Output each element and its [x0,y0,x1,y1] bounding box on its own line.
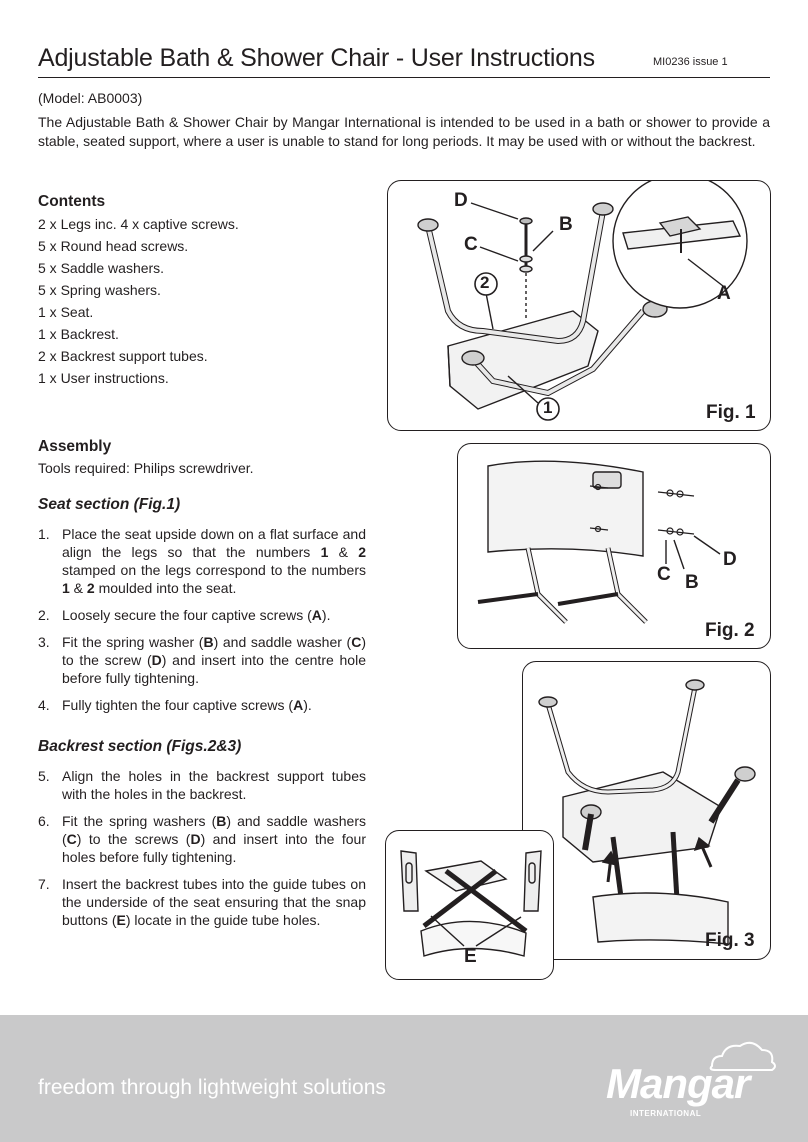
figure-2: D C B Fig. 2 [457,443,771,649]
logo-subtext: INTERNATIONAL [630,1109,702,1118]
figure-3-illustration [538,679,756,945]
callout-b: B [559,214,573,235]
part-reference: A [293,697,304,713]
model-number: (Model: AB0003) [38,90,143,106]
step-text: Loosely secure the four captive screws ( [62,607,312,623]
list-item: 1 x Seat. [38,304,94,320]
footer-band [0,1015,808,1142]
backrest-section: Backrest section (Figs.2&3) 5. Align the … [38,738,366,938]
callout-e: E [464,946,477,967]
backrest-steps-list: 5. Align the holes in the backrest suppor… [38,767,366,929]
callout-a: A [717,283,731,304]
callout-number-2: 2 [480,273,490,292]
callout-number-1: 1 [543,398,553,417]
step-item: 2. Loosely secure the four captive screws… [38,606,366,624]
backrest-section-heading: Backrest section (Figs.2&3) [38,738,242,755]
document-title: Adjustable Bath & Shower Chair - User In… [38,44,595,72]
part-reference: 1 [62,580,70,596]
part-reference: A [311,607,322,623]
step-text: ) to the screw ( [62,634,366,668]
detail-figure: E [385,830,554,980]
contents-heading: Contents [38,193,106,210]
list-item: 5 x Round head screws. [38,238,189,254]
part-reference: C [351,634,362,650]
part-reference: 1 [320,544,329,560]
step-item: 1. Place the seat upside down on a flat s… [38,525,366,597]
step-text: Fully tighten the four captive screws ( [62,697,294,713]
footer-tagline: freedom through lightweight solutions [38,1076,386,1099]
step-text: Fit the spring washers ( [62,813,217,829]
part-reference: C [66,831,77,847]
figure-1-illustration [417,181,748,421]
mangar-logo: Mangar INTERNATIONAL [600,1030,780,1120]
step-number: 4. [38,697,50,713]
step-text: & [328,544,359,560]
part-reference: D [151,652,162,668]
step-text: ) and insert into the centre hole before… [62,652,366,686]
cloud-icon [709,1041,776,1071]
figure-2-label: Fig. 2 [705,620,755,641]
assembly-heading: Assembly [38,438,112,455]
step-text: ) and saddle washers ( [62,813,367,847]
list-item: 2 x Legs inc. 4 x captive screws. [38,216,239,232]
step-text: ). [321,607,331,623]
part-reference: E [116,912,126,928]
callout-c: C [464,234,478,255]
part-reference: B [203,634,214,650]
part-reference: B [216,813,227,829]
contents-section: Contents 2 x Legs inc. 4 x captive screw… [38,193,239,389]
step-item: 6. Fit the spring washers (B) and saddle … [38,812,366,866]
step-text: moulded into the seat. [94,580,237,596]
tools-required: Tools required: Philips screwdriver. [38,460,254,476]
step-item: 4. Fully tighten the four captive screws … [38,696,366,714]
step-text: Fit the spring washer ( [62,634,204,650]
seat-steps-list: 1. Place the seat upside down on a flat s… [38,525,366,714]
step-number: 3. [38,634,50,650]
step-text: Place the seat upside down on a flat sur… [62,526,366,560]
figure-3: Fig. 3 [522,661,771,960]
document-reference: MI0236 issue 1 [653,56,728,68]
callout-d: D [454,190,468,211]
callout-b: B [685,572,699,593]
step-text: Align the holes in the backrest support … [62,768,366,802]
step-text: Insert the backrest tubes into the guide… [62,876,366,928]
step-text: & [69,580,87,596]
callout-d: D [723,549,737,570]
list-item: 5 x Saddle washers. [38,260,165,276]
list-item: 5 x Spring washers. [38,282,161,298]
figure-1: D B C A 2 1 Fig. 1 [387,180,771,431]
step-number: 2. [38,607,50,623]
detail-illustration [400,850,542,957]
step-text: ) and insert into the four holes before … [62,831,366,865]
intro-paragraph: The Adjustable Bath & Shower Chair by Ma… [38,114,770,149]
list-item: 2 x Backrest support tubes. [38,348,208,364]
step-text: ) to the screws ( [76,831,191,847]
title-divider [38,77,770,78]
part-reference: 2 [86,580,95,596]
contents-list: 2 x Legs inc. 4 x captive screws. 5 x Ro… [38,213,239,389]
step-item: 3. Fit the spring washer (B) and saddle w… [38,633,366,687]
list-item: 1 x User instructions. [38,370,169,386]
list-item: 1 x Backrest. [38,326,119,342]
logo-wordmark: Mangar [606,1060,750,1107]
step-text: stamped on the legs correspond to the nu… [62,562,366,578]
assembly-section: Assembly Tools required: Philips screwdr… [38,438,254,476]
step-text: ) locate in the guide tube holes. [125,912,321,928]
step-item: 5. Align the holes in the backrest suppor… [38,767,366,803]
callout-c: C [657,564,671,585]
figure-1-label: Fig. 1 [706,402,756,423]
figure-2-illustration [477,460,721,624]
part-reference: D [190,831,201,847]
figure-3-label: Fig. 3 [705,930,755,951]
step-number: 6. [38,813,50,829]
part-reference: 2 [358,544,366,560]
step-number: 7. [38,876,50,892]
seat-section: Seat section (Fig.1) 1. Place the seat up… [38,496,366,723]
seat-section-heading: Seat section (Fig.1) [38,496,181,513]
step-item: 7. Insert the backrest tubes into the gui… [38,875,366,929]
step-text: ) and saddle washer ( [213,634,352,650]
step-number: 5. [38,768,50,784]
step-number: 1. [38,526,50,542]
step-text: ). [303,697,312,713]
